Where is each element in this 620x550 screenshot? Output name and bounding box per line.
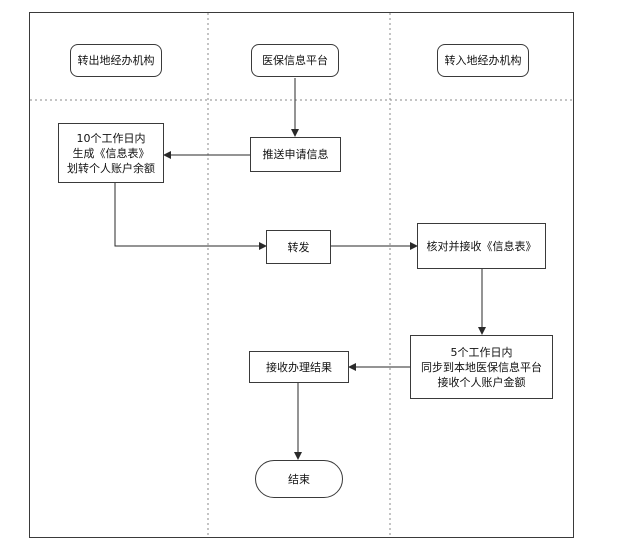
outer-frame [29,12,574,538]
node-push-request: 推送申请信息 [250,137,341,172]
lane-header-transfer-in-label: 转入地经办机构 [444,54,522,67]
node-end: 结束 [255,460,343,498]
node-receive-result: 接收办理结果 [249,351,349,383]
connector-generate-to-forward [114,183,267,250]
node-end-label: 结束 [288,472,310,486]
node-sync-receive-line3: 接收个人账户金额 [437,375,526,389]
node-verify-receive-label: 核对并接收《信息表》 [426,239,537,253]
node-sync-receive-line2: 同步到本地医保信息平台 [421,360,542,374]
lane-header-transfer-out: 转出地经办机构 [70,44,162,77]
node-generate-form-line1: 10个工作日内 [76,131,146,145]
node-forward-label: 转发 [287,240,310,254]
lane-header-platform: 医保信息平台 [251,44,339,77]
lane-header-platform-label: 医保信息平台 [262,54,328,67]
node-sync-receive-line1: 5个工作日内 [450,345,513,359]
node-verify-receive: 核对并接收《信息表》 [417,223,546,269]
node-generate-form-line3: 划转个人账户余额 [67,161,155,175]
node-receive-result-label: 接收办理结果 [266,360,332,374]
node-push-request-label: 推送申请信息 [262,148,329,161]
node-sync-receive: 5个工作日内 同步到本地医保信息平台 接收个人账户金额 [410,335,553,399]
node-generate-form-line2: 生成《信息表》 [72,146,150,160]
lane-header-transfer-in: 转入地经办机构 [437,44,529,77]
lane-header-transfer-out-label: 转出地经办机构 [77,54,155,67]
node-forward: 转发 [266,230,331,264]
node-generate-form: 10个工作日内 生成《信息表》 划转个人账户余额 [58,123,164,183]
